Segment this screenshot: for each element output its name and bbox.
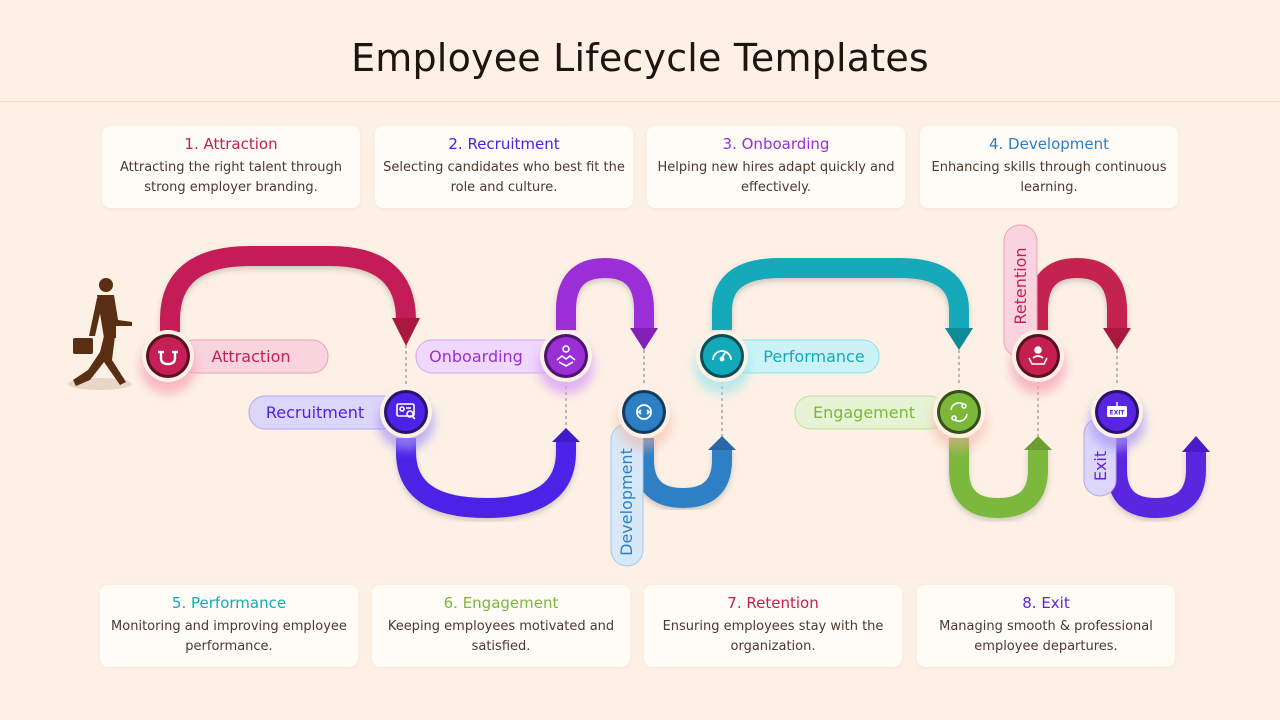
card-description: Keeping employees motivated and satisfie… — [387, 619, 615, 654]
arc-arrows — [160, 246, 1206, 519]
node-engagement — [931, 386, 987, 450]
stage-nodes: EXIT — [140, 330, 1145, 450]
card-title: 2. Recruitment — [448, 135, 560, 153]
card-title: 6. Engagement — [443, 594, 559, 612]
card-description: Managing smooth & professional employee … — [939, 619, 1153, 654]
card-title: 1. Attraction — [184, 135, 278, 153]
stage-card-attraction: 1. Attraction Attracting the right talen… — [102, 126, 360, 208]
card-description: Ensuring employees stay with the organiz… — [662, 619, 884, 654]
card-description: Attracting the right talent through stro… — [119, 160, 342, 195]
card-title: 7. Retention — [727, 594, 819, 612]
stage-card-onboarding: 3. Onboarding Helping new hires adapt qu… — [647, 126, 905, 208]
card-description: Monitoring and improving employee perfor… — [111, 619, 347, 654]
hand-person-icon — [1028, 346, 1048, 365]
stage-pills — [177, 224, 1117, 567]
page-title: Employee Lifecycle Templates — [351, 36, 929, 80]
stage-card-recruitment: 2. Recruitment Selecting candidates who … — [375, 126, 633, 208]
card-title: 3. Onboarding — [722, 135, 830, 153]
pill-label-exit: Exit — [1091, 451, 1110, 481]
stage-card-engagement: 6. Engagement Keeping employees motivate… — [372, 585, 630, 667]
stage-card-exit: 8. Exit Managing smooth & professional e… — [917, 585, 1175, 667]
id-card-search-icon — [396, 403, 416, 420]
node-exit: EXIT — [1089, 386, 1145, 450]
card-title: 4. Development — [988, 135, 1110, 153]
stage-card-development: 4. Development Enhancing skills through … — [920, 126, 1178, 208]
node-retention — [1010, 330, 1066, 394]
node-attraction — [140, 330, 196, 394]
node-development — [616, 386, 672, 450]
pill-label-engagement: Engagement — [813, 403, 915, 422]
pill-label-attraction: Attraction — [211, 347, 290, 366]
card-description: Selecting candidates who best fit the ro… — [383, 160, 625, 195]
pill-label-recruitment: Recruitment — [266, 403, 364, 422]
card-title: 5. Performance — [171, 594, 287, 612]
node-performance — [694, 330, 750, 394]
pill-label-performance: Performance — [763, 347, 864, 366]
node-onboarding — [538, 330, 594, 394]
title-divider — [0, 101, 1280, 102]
people-cycle-icon — [950, 402, 968, 422]
handshake-icon — [556, 345, 576, 367]
arrowheads — [392, 318, 1210, 452]
connector-lines — [405, 345, 1118, 440]
gauge-icon — [712, 350, 732, 362]
card-title: 8. Exit — [1022, 594, 1070, 612]
businessman-icon — [68, 278, 132, 390]
card-description: Helping new hires adapt quickly and effe… — [657, 160, 895, 195]
exit-sign-icon: EXIT — [1107, 402, 1127, 417]
pill-label-retention: Retention — [1011, 247, 1030, 324]
code-gear-icon — [636, 404, 652, 420]
stage-card-retention: 7. Retention Ensuring employees stay wit… — [644, 585, 902, 667]
magnet-icon — [158, 350, 178, 366]
pill-label-onboarding: Onboarding — [429, 347, 523, 366]
node-recruitment — [378, 386, 434, 450]
pill-label-development: Development — [617, 448, 636, 556]
svg-text:EXIT: EXIT — [1109, 410, 1125, 417]
card-description: Enhancing skills through continuous lear… — [931, 160, 1167, 195]
stage-card-performance: 5. Performance Monitoring and improving … — [100, 585, 358, 667]
